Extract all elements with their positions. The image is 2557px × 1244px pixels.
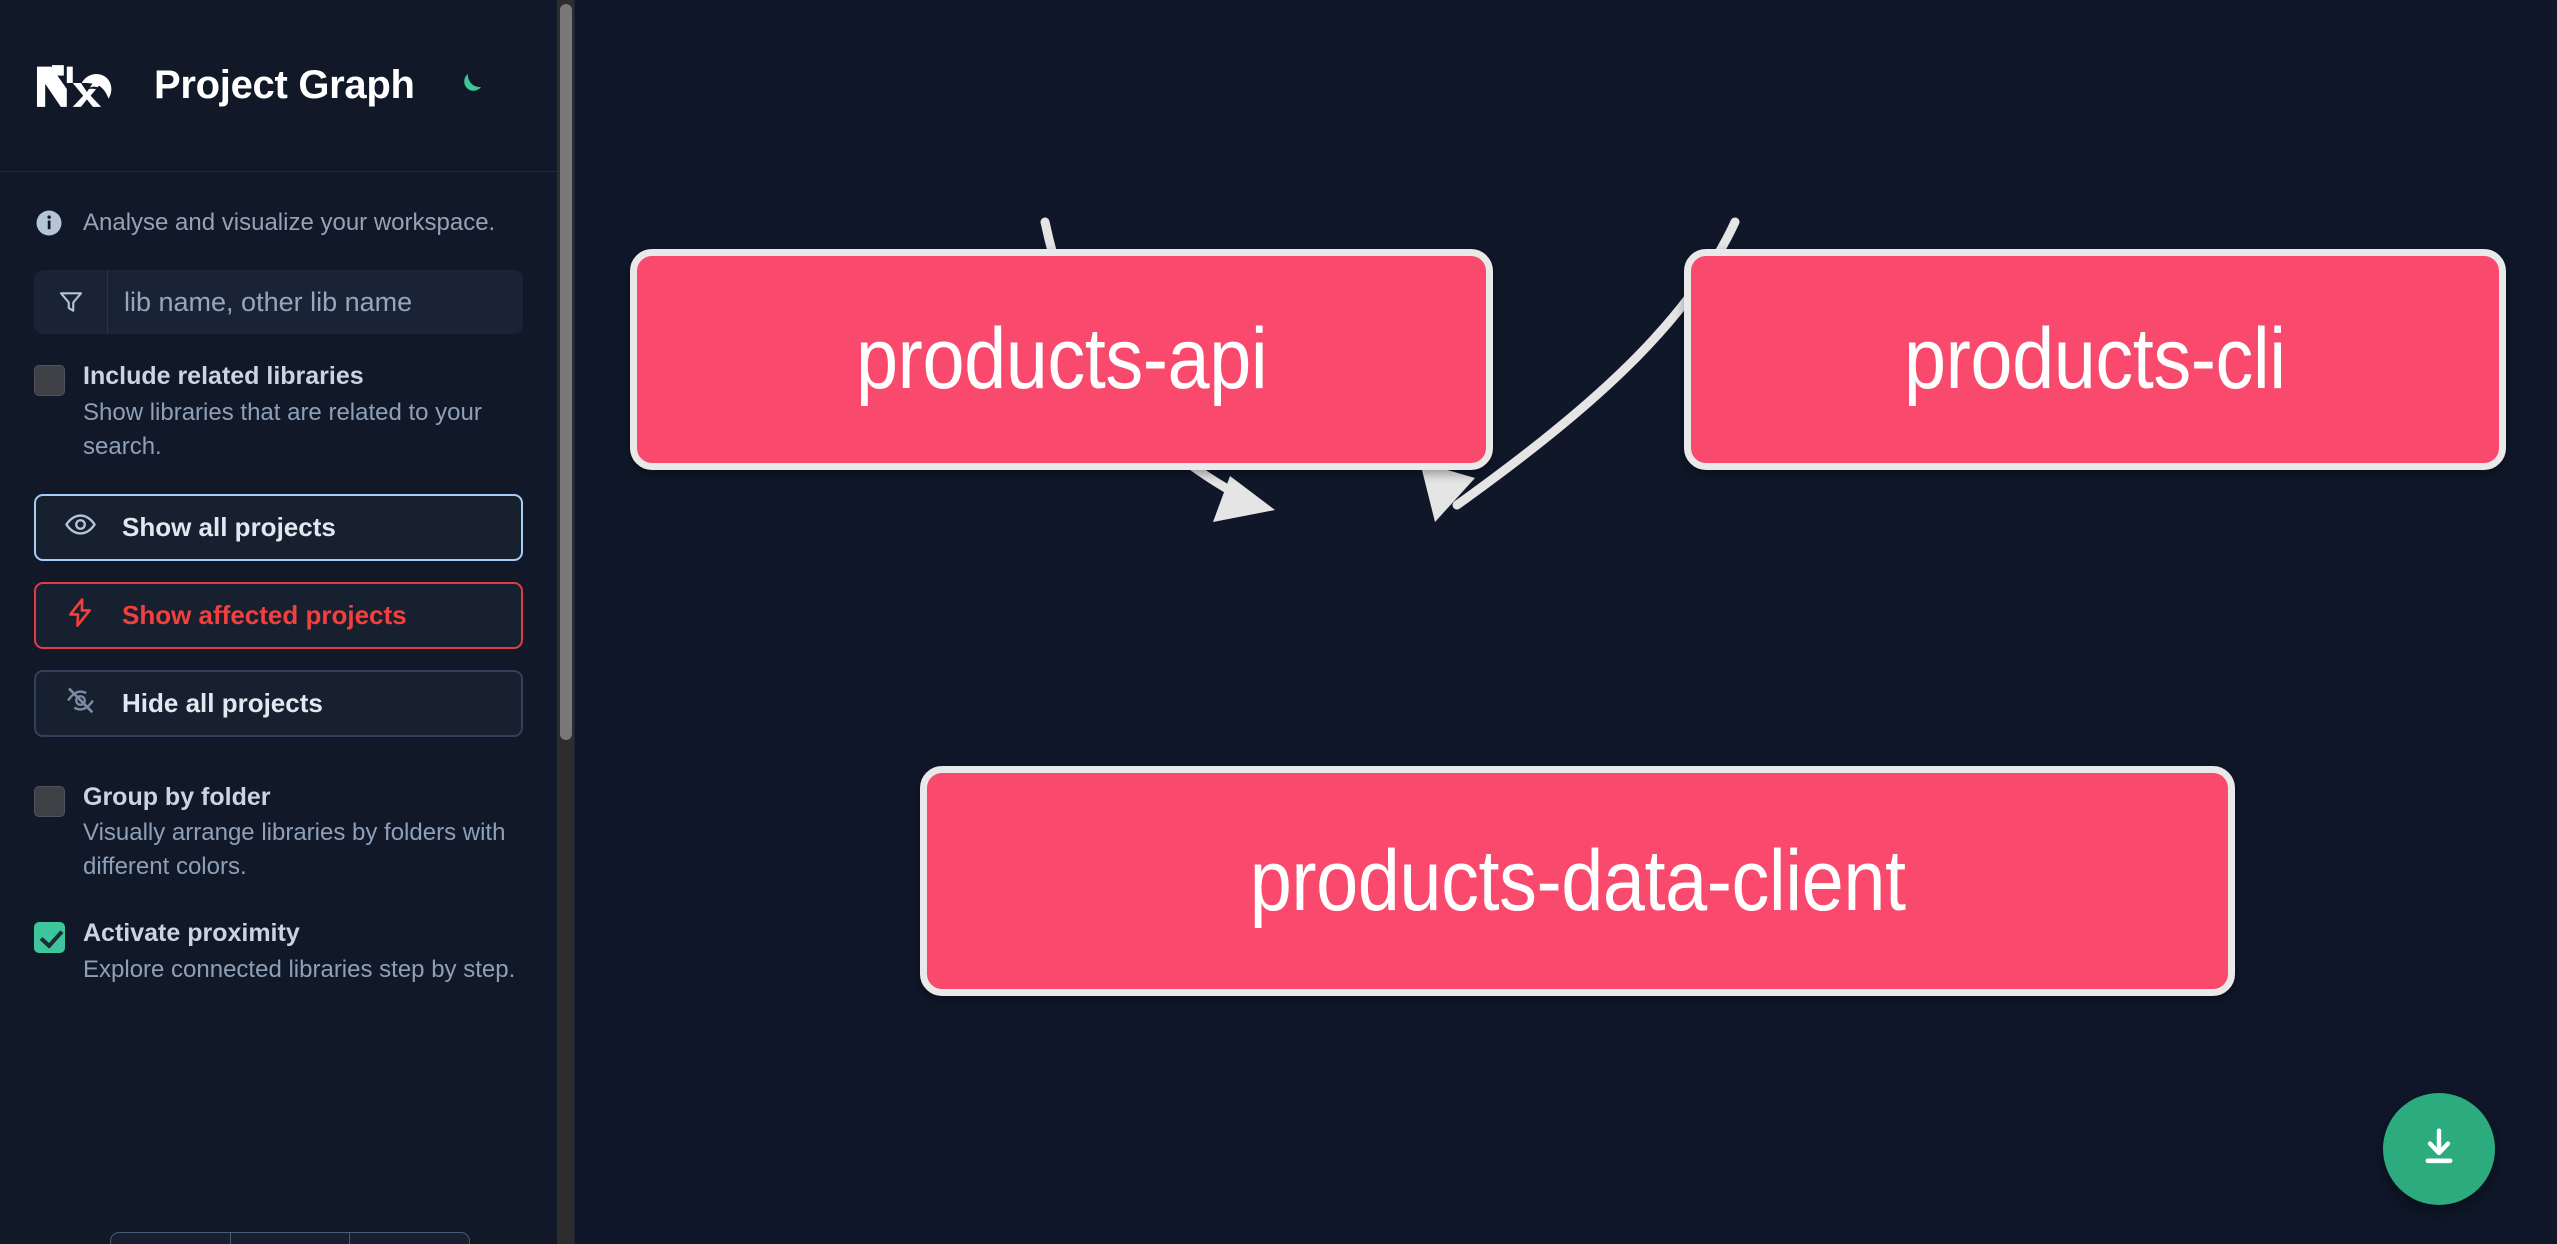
search-box[interactable] [34,270,523,334]
sidebar-scrollbar[interactable] [557,0,575,1244]
graph-node-label: products-cli [1904,311,2286,407]
project-actions: Show all projects Show affected projects [0,464,557,737]
sidebar-scrollbar-thumb[interactable] [560,4,572,740]
option-title: Group by folder [83,782,271,811]
option-description: Visually arrange libraries by folders wi… [83,819,506,881]
activate-proximity-checkbox[interactable] [34,922,65,954]
download-icon [2416,1124,2462,1175]
option-group-by-folder[interactable]: Group by folder Visually arrange librari… [0,737,557,885]
eye-icon [64,508,97,546]
filter-icon [34,270,108,334]
graph-node-products-cli[interactable]: products-cli [1684,249,2506,470]
sidebar-header: Project Graph [0,0,557,172]
segment-option-2[interactable] [231,1233,351,1244]
segment-option-3[interactable] [350,1233,469,1244]
download-graph-button[interactable] [2383,1093,2495,1205]
workspace-info: Analyse and visualize your workspace. [0,172,557,268]
workspace-info-text: Analyse and visualize your workspace. [83,209,496,236]
graph-edges [1040,217,1740,522]
show-all-projects-label: Show all projects [122,511,336,542]
eye-off-icon [64,684,97,722]
include-related-libraries-checkbox[interactable] [34,365,65,396]
search-section [0,270,557,334]
sidebar-divider [574,0,575,1244]
show-affected-projects-button[interactable]: Show affected projects [34,581,523,649]
search-input[interactable] [108,270,523,334]
option-description: Explore connected libraries step by step… [83,955,516,983]
segment-option-1[interactable] [111,1233,231,1244]
arrowhead-2 [1420,462,1475,522]
option-title: Activate proximity [83,919,300,948]
arrowhead-1 [1213,476,1275,522]
project-graph-canvas[interactable]: products-api products-cli products-data-… [575,0,2557,1244]
graph-node-label: products-api [855,311,1268,407]
page-title: Project Graph [154,63,415,107]
graph-node-products-data-client[interactable]: products-data-client [920,766,2235,996]
group-by-folder-checkbox[interactable] [34,785,65,817]
option-include-related-libraries[interactable]: Include related libraries Show libraries… [0,334,557,464]
graph-node-products-api[interactable]: products-api [630,249,1493,470]
info-icon [34,208,64,238]
option-description: Show libraries that are related to your … [83,398,482,460]
nx-logo-icon [34,60,116,112]
graph-node-label: products-data-client [1249,832,1906,929]
show-affected-projects-label: Show affected projects [122,599,407,630]
bolt-icon [64,596,97,634]
option-title: Include related libraries [83,362,364,390]
moon-icon[interactable] [447,64,491,108]
hide-all-projects-label: Hide all projects [122,687,323,718]
proximity-step-control[interactable] [110,1232,470,1244]
hide-all-projects-button[interactable]: Hide all projects [34,669,523,737]
sidebar: Project Graph Analyse and visualize your… [0,0,575,1244]
sidebar-scroll-area: Project Graph Analyse and visualize your… [0,0,557,1244]
show-all-projects-button[interactable]: Show all projects [34,493,523,561]
option-activate-proximity[interactable]: Activate proximity Explore connected lib… [0,884,557,987]
